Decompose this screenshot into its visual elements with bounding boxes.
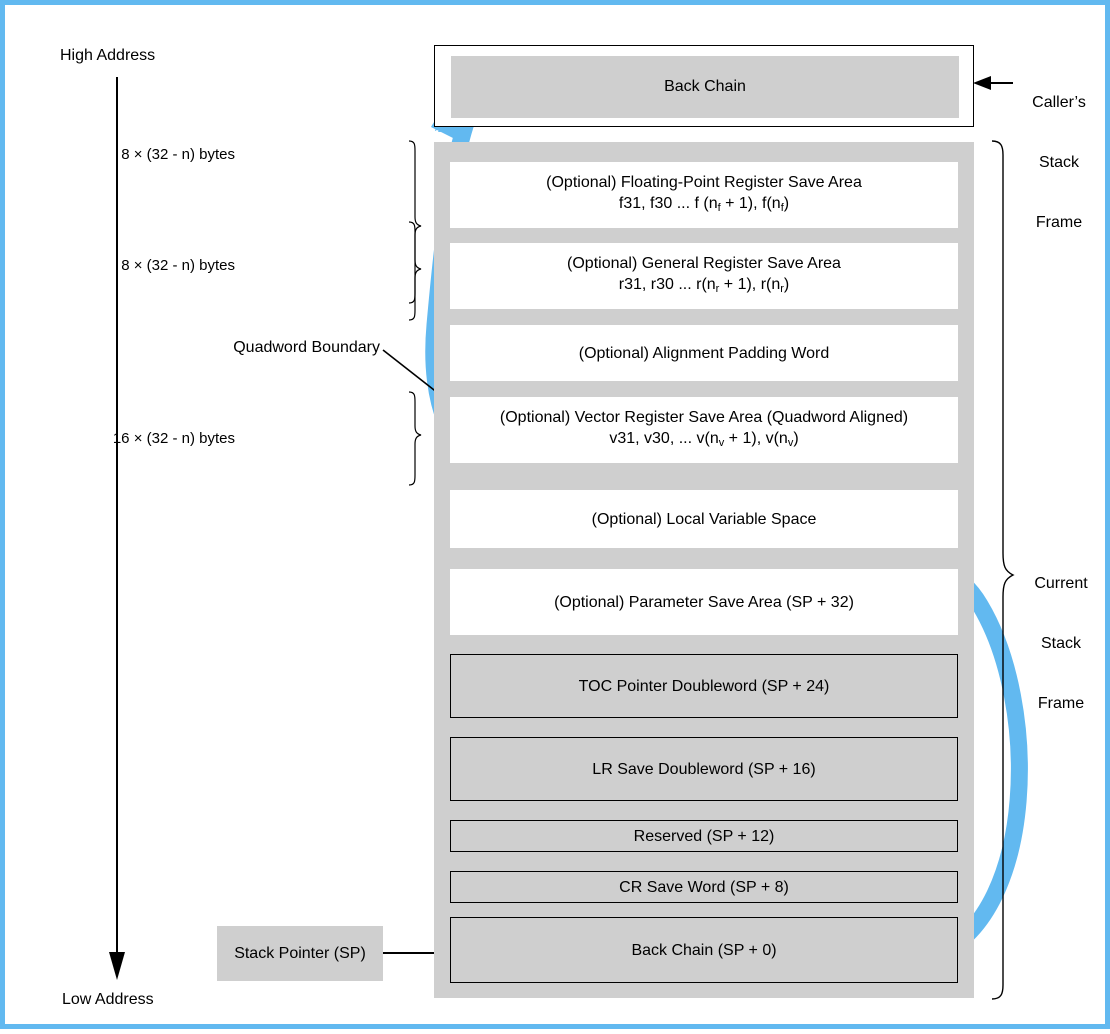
stack-row-line1: Reserved (SP + 12) bbox=[633, 827, 775, 845]
stack-row-line1: CR Save Word (SP + 8) bbox=[619, 878, 789, 896]
stack-row-parameter-save-area: (Optional) Parameter Save Area (SP + 32) bbox=[450, 569, 958, 635]
high-address-label: High Address bbox=[60, 47, 156, 64]
stack-row-line2: v31, v30, ... v(nv + 1), v(nv) bbox=[609, 429, 799, 449]
stack-row-back-chain-sp0: Back Chain (SP + 0) bbox=[450, 917, 958, 983]
stack-row-label: Back Chain bbox=[664, 78, 746, 95]
stack-row-line1: (Optional) Parameter Save Area (SP + 32) bbox=[554, 593, 854, 611]
current-stack-frame-label: Current Stack Frame bbox=[1019, 534, 1103, 754]
current-frame-brace bbox=[991, 140, 1015, 1000]
size-brace-vr bbox=[408, 391, 422, 486]
stack-row-line2: r31, r30 ... r(nr + 1), r(nr) bbox=[618, 275, 790, 295]
address-direction-arrow bbox=[109, 77, 125, 980]
size-annotation-gpr: 8 × (32 - n) bytes bbox=[121, 257, 235, 274]
stack-row-line1: Back Chain (SP + 0) bbox=[631, 941, 777, 959]
stack-row-line1: (Optional) Floating-Point Register Save … bbox=[546, 173, 862, 191]
current-frame-line3: Frame bbox=[1037, 695, 1085, 712]
current-frame-line1: Current bbox=[1034, 575, 1088, 592]
stack-row-line1: LR Save Doubleword (SP + 16) bbox=[592, 760, 816, 778]
stack-pointer-label: Stack Pointer (SP) bbox=[234, 944, 366, 962]
callers-frame-arrow bbox=[973, 76, 1013, 90]
current-stack-frame-box: (Optional) Floating-Point Register Save … bbox=[434, 142, 974, 998]
callers-stack-frame-box: Back Chain bbox=[434, 45, 974, 127]
callers-stack-frame-label: Caller’s Stack Frame bbox=[1017, 53, 1101, 273]
size-annotation-fpr: 8 × (32 - n) bytes bbox=[121, 146, 235, 163]
stack-row-line1: (Optional) Alignment Padding Word bbox=[578, 344, 830, 362]
stack-row-line1: (Optional) Local Variable Space bbox=[591, 510, 817, 528]
callers-frame-line2: Stack bbox=[1038, 154, 1079, 171]
stack-row-fpr-save-area: (Optional) Floating-Point Register Save … bbox=[450, 162, 958, 228]
stack-row-lr-save: LR Save Doubleword (SP + 16) bbox=[450, 737, 958, 801]
callers-frame-line3: Frame bbox=[1035, 214, 1083, 231]
stack-row-reserved: Reserved (SP + 12) bbox=[450, 820, 958, 852]
stack-row-local-variable-space: (Optional) Local Variable Space bbox=[450, 490, 958, 548]
stack-row-alignment-padding: (Optional) Alignment Padding Word bbox=[450, 325, 958, 381]
stack-row-gpr-save-area: (Optional) General Register Save Area r3… bbox=[450, 243, 958, 309]
stack-row-line1: (Optional) Vector Register Save Area (Qu… bbox=[499, 408, 909, 426]
stack-pointer-box: Stack Pointer (SP) bbox=[217, 926, 383, 981]
stack-row-line1: TOC Pointer Doubleword (SP + 24) bbox=[578, 677, 830, 695]
size-annotation-vr: 16 × (32 - n) bytes bbox=[112, 430, 235, 447]
current-frame-line2: Stack bbox=[1040, 635, 1081, 652]
stack-row-toc-pointer: TOC Pointer Doubleword (SP + 24) bbox=[450, 654, 958, 718]
low-address-label: Low Address bbox=[62, 991, 154, 1008]
stack-row-vector-save-area: (Optional) Vector Register Save Area (Qu… bbox=[450, 397, 958, 463]
stack-row-back-chain-top: Back Chain bbox=[451, 56, 959, 118]
callers-frame-line1: Caller’s bbox=[1032, 94, 1086, 111]
size-brace-gpr bbox=[408, 221, 422, 321]
quadword-boundary-label: Quadword Boundary bbox=[233, 339, 380, 356]
stack-row-cr-save-word: CR Save Word (SP + 8) bbox=[450, 871, 958, 903]
stack-row-line1: (Optional) General Register Save Area bbox=[567, 254, 841, 272]
stack-row-line2: f31, f30 ... f (nf + 1), f(nf) bbox=[618, 194, 790, 214]
